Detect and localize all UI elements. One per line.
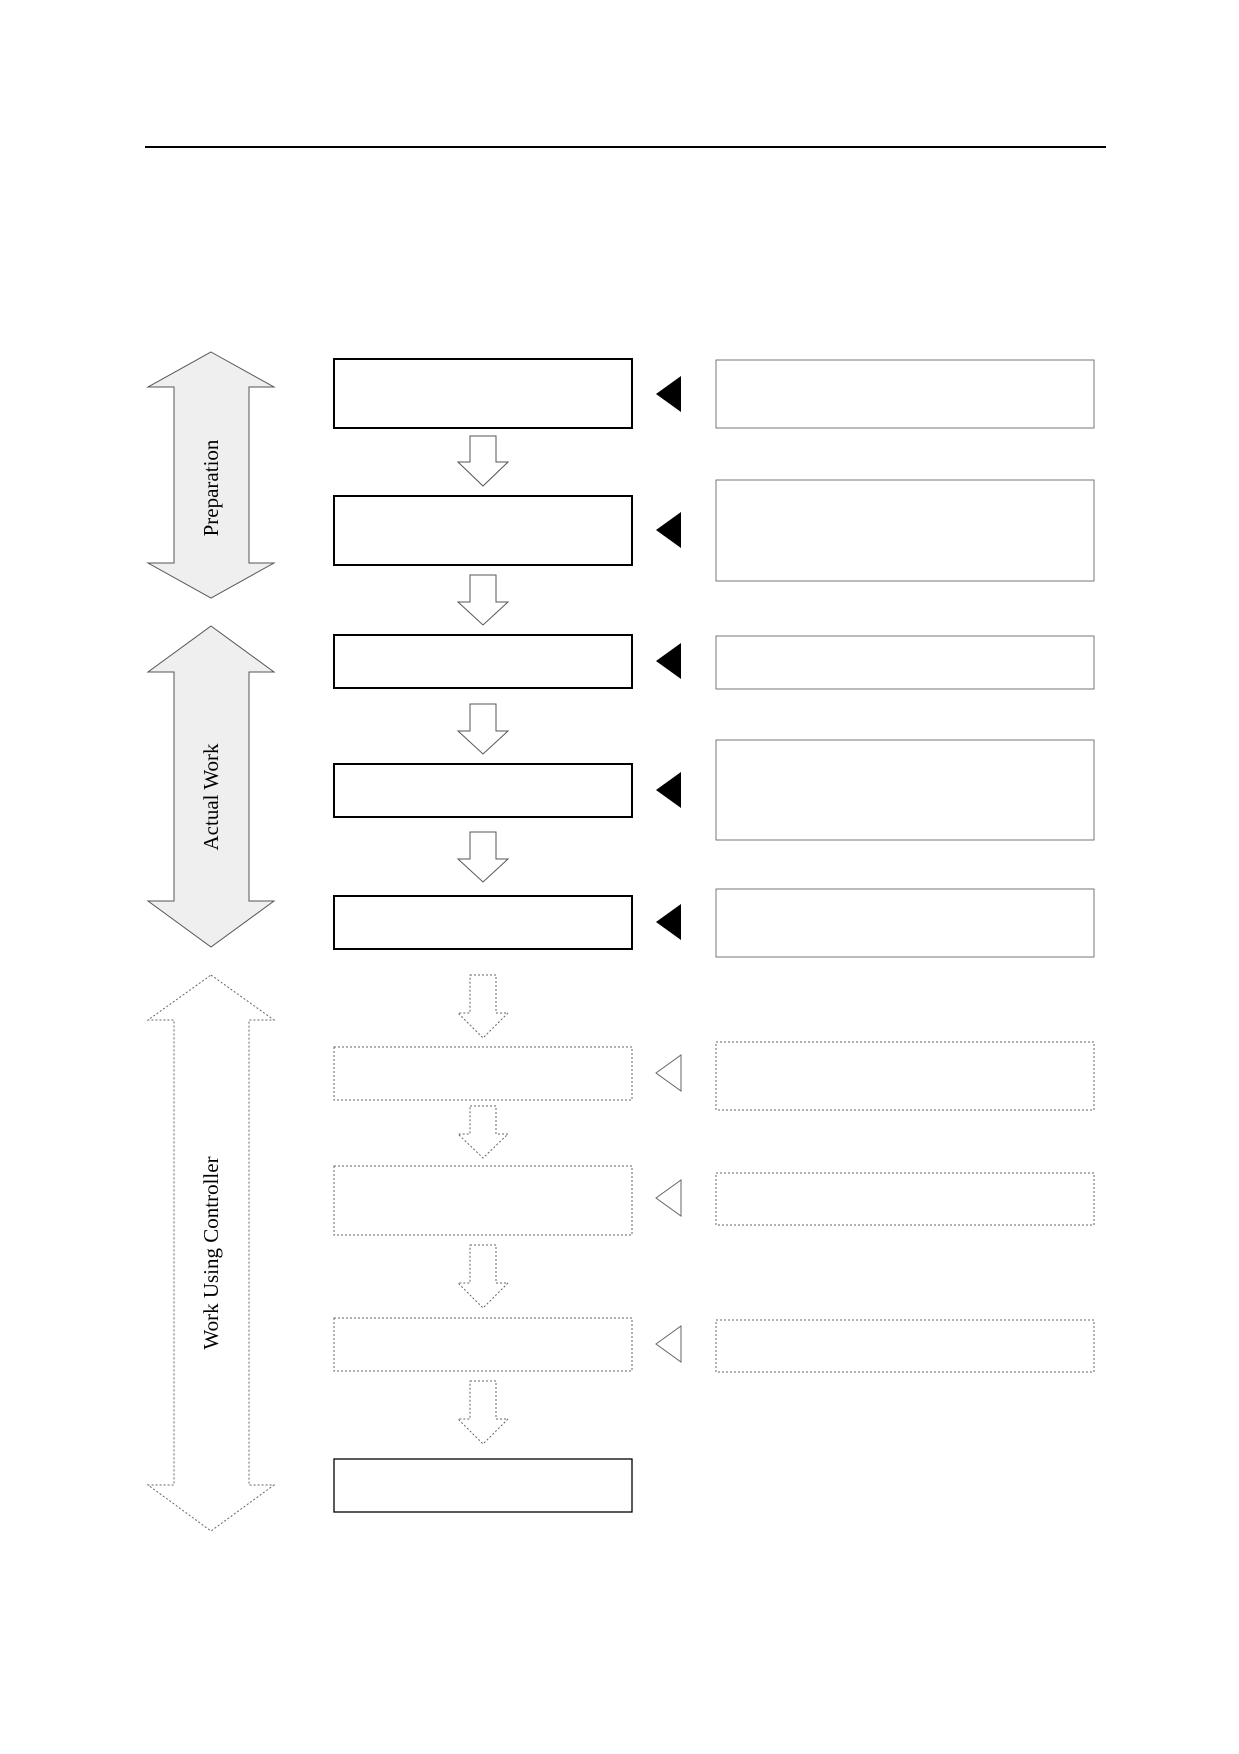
step-5 — [333, 895, 633, 950]
step-9 — [333, 1458, 633, 1513]
left-triangle-5 — [656, 904, 681, 940]
down-arrow-1-2 — [456, 435, 510, 487]
left-triangle-7 — [655, 1179, 682, 1217]
step-7 — [333, 1165, 633, 1236]
note-6 — [715, 1041, 1095, 1111]
note-box — [715, 479, 1095, 582]
note-box — [715, 1319, 1095, 1373]
step-box — [333, 1458, 633, 1513]
phase-preparation: Preparation — [146, 351, 276, 599]
phase-arrow-work-using-controller — [146, 974, 276, 1532]
step-box — [333, 495, 633, 566]
down-arrow-7-8 — [456, 1244, 510, 1309]
phase-arrow-actual-work — [146, 625, 276, 948]
note-4 — [715, 739, 1095, 841]
note-box — [715, 635, 1095, 690]
step-box — [333, 763, 633, 818]
step-2 — [333, 495, 633, 566]
phase-work-using-controller: Work Using Controller — [146, 974, 276, 1532]
left-triangle-2 — [656, 512, 681, 548]
note-1 — [715, 359, 1095, 429]
down-arrow-3-4 — [456, 703, 510, 755]
note-5 — [715, 888, 1095, 958]
down-arrow-8-9 — [456, 1380, 510, 1445]
phase-arrow-preparation — [146, 351, 276, 599]
step-box — [333, 1165, 633, 1236]
phase-actual-work: Actual Work — [146, 625, 276, 948]
left-triangle-8 — [655, 1325, 682, 1363]
left-triangle-3 — [656, 643, 681, 679]
step-box — [333, 634, 633, 689]
left-triangle-4 — [656, 772, 681, 808]
step-8 — [333, 1317, 633, 1372]
note-3 — [715, 635, 1095, 690]
phase-label-work-using-controller: Work Using Controller — [199, 1156, 223, 1349]
down-arrow-5-6 — [456, 974, 510, 1039]
step-box — [333, 358, 633, 429]
step-6 — [333, 1046, 633, 1101]
phase-label-preparation: Preparation — [199, 439, 223, 536]
top-rule — [145, 146, 1106, 148]
note-box — [715, 888, 1095, 958]
phase-label-actual-work: Actual Work — [199, 743, 223, 850]
down-arrow-4-5 — [456, 831, 510, 883]
note-7 — [715, 1172, 1095, 1226]
step-3 — [333, 634, 633, 689]
step-box — [333, 895, 633, 950]
note-box — [715, 1041, 1095, 1111]
note-2 — [715, 479, 1095, 582]
note-box — [715, 1172, 1095, 1226]
step-box — [333, 1317, 633, 1372]
step-box — [333, 1046, 633, 1101]
step-4 — [333, 763, 633, 818]
note-box — [715, 359, 1095, 429]
note-box — [715, 739, 1095, 841]
left-triangle-1 — [656, 376, 681, 412]
note-8 — [715, 1319, 1095, 1373]
down-arrow-6-7 — [456, 1105, 510, 1159]
left-triangle-6 — [655, 1054, 682, 1092]
step-1 — [333, 358, 633, 429]
down-arrow-2-3 — [456, 574, 510, 626]
